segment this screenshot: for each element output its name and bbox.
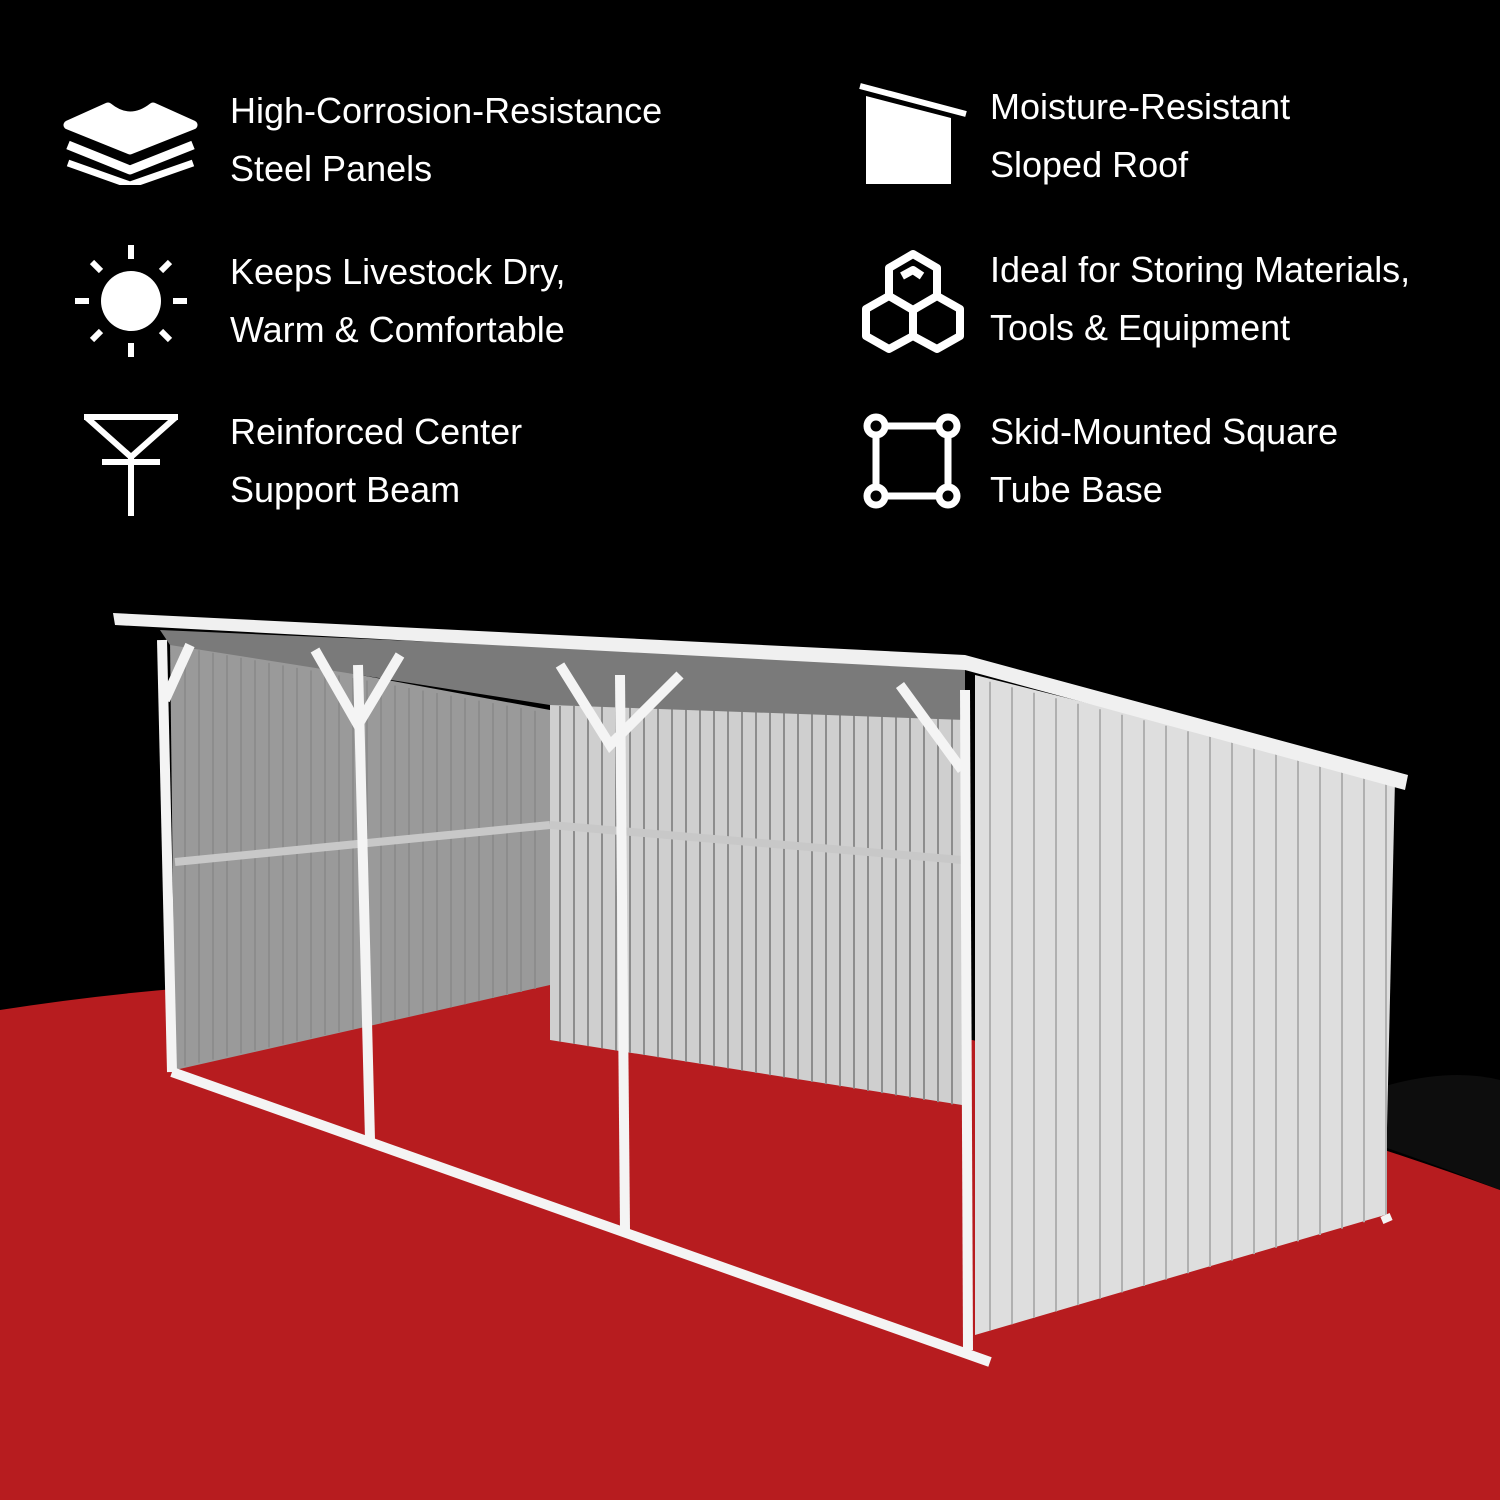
square-tube-base-icon xyxy=(863,413,961,509)
feature-title: High-Corrosion-Resistance xyxy=(230,90,663,131)
frame xyxy=(157,639,1393,1367)
feature-title: Skid-Mounted Square xyxy=(990,411,1339,452)
feature-text: Ideal for Storing Materials, Tools & Equ… xyxy=(990,241,1410,357)
stacked-panels-icon xyxy=(63,102,198,185)
feature-text: Skid-Mounted Square Tube Base xyxy=(990,403,1338,519)
feature-subtitle: Steel Panels xyxy=(230,148,433,189)
feature-title: Keeps Livestock Dry, xyxy=(230,251,566,292)
back-wall xyxy=(550,700,965,1105)
feature-subtitle: Warm & Comfortable xyxy=(230,309,565,350)
sloped-roof-icon xyxy=(859,83,967,184)
support-beam-icon xyxy=(84,414,178,516)
feature-text: Moisture-Resistant Sloped Roof xyxy=(990,78,1290,194)
feature-subtitle: Tube Base xyxy=(990,469,1163,510)
feature-text: High-Corrosion-Resistance Steel Panels xyxy=(230,82,662,198)
right-wall xyxy=(975,675,1395,1335)
feature-title: Reinforced Center xyxy=(230,411,523,452)
feature-title: Moisture-Resistant xyxy=(990,86,1291,127)
sun-icon xyxy=(75,245,187,357)
roof xyxy=(113,613,1408,790)
feature-text: Keeps Livestock Dry, Warm & Comfortable xyxy=(230,243,565,359)
feature-subtitle: Sloped Roof xyxy=(990,144,1189,185)
feature-subtitle: Tools & Equipment xyxy=(990,307,1291,348)
feature-title: Ideal for Storing Materials, xyxy=(990,249,1411,290)
stacked-boxes-icon xyxy=(862,250,964,353)
feature-subtitle: Support Beam xyxy=(230,469,461,510)
feature-text: Reinforced Center Support Beam xyxy=(230,403,522,519)
